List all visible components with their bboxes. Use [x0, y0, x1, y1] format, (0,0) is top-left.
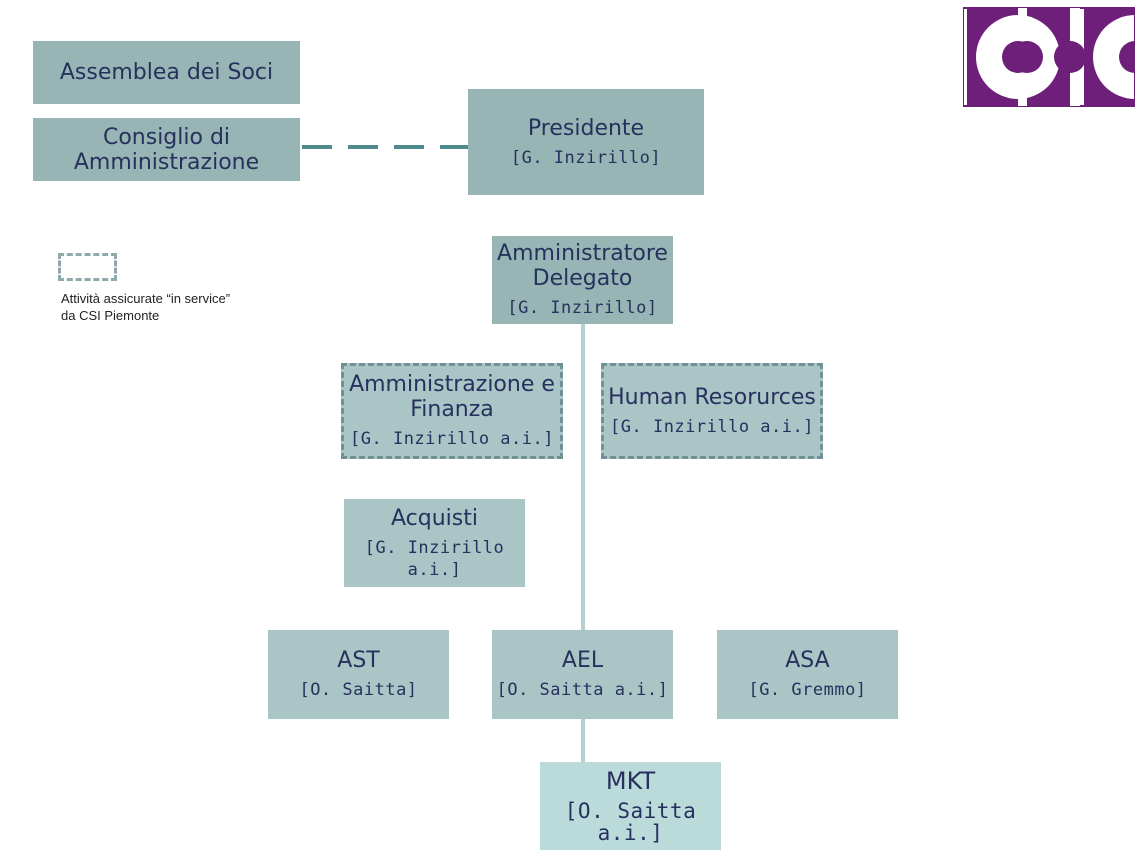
ael-box: AEL [O. Saitta a.i.] [492, 630, 673, 719]
box-name: [O. Saitta] [299, 680, 418, 700]
box-title-line2: Amministrazione [73, 149, 260, 175]
box-name: [G. Inzirillo a.i.] [364, 537, 505, 580]
box-title-line1: Amministratore [497, 241, 668, 266]
amministrazione-finanza-box: Amministrazione e Finanza [G. Inzirillo … [341, 363, 563, 459]
box-name: [G. Inzirillo a.i.] [610, 416, 814, 437]
box-title-line1: Amministrazione e [349, 372, 555, 397]
ael-mkt-connector [581, 719, 585, 762]
amministratore-delegato-box: Amministratore Delegato [G. Inzirillo] [492, 236, 673, 324]
box-name: [G. Inzirillo a.i.] [350, 429, 554, 449]
box-title: Human Resorurces [608, 384, 816, 410]
presidente-box: Presidente [G. Inzirillo] [468, 89, 704, 195]
box-name: [O. Saitta a.i.] [564, 798, 697, 845]
legend-dashed-box [58, 253, 117, 281]
box-title: AST [337, 648, 380, 673]
box-name: [O. Saitta a.i.] [496, 680, 669, 700]
box-title: Presidente [527, 115, 645, 141]
cic-logo [963, 7, 1135, 107]
box-title-line1: Consiglio di [102, 124, 231, 150]
human-resources-box: Human Resorurces [G. Inzirillo a.i.] [601, 363, 823, 459]
asa-box: ASA [G. Gremmo] [717, 630, 898, 719]
box-name: [G. Gremmo] [748, 680, 867, 700]
legend-line1: Attività assicurate “in service” [61, 291, 231, 306]
box-name: [G. Inzirillo] [510, 147, 662, 168]
consiglio-di-amministrazione-box: Consiglio di Amministrazione [33, 118, 300, 181]
box-title: Assemblea dei Soci [59, 60, 274, 85]
legend-line2: da CSI Piemonte [61, 308, 160, 323]
box-title-line2: Delegato [532, 266, 633, 291]
box-title: Acquisti [391, 505, 478, 531]
mkt-box: MKT [O. Saitta a.i.] [540, 762, 721, 850]
ast-box: AST [O. Saitta] [268, 630, 449, 719]
assemblea-dei-soci-box: Assemblea dei Soci [33, 41, 300, 104]
box-title: ASA [785, 648, 830, 673]
box-title: MKT [605, 766, 656, 795]
box-name: [G. Inzirillo] [507, 298, 658, 318]
acquisti-box: Acquisti [G. Inzirillo a.i.] [344, 499, 525, 587]
box-title: AEL [561, 648, 604, 673]
legend-text: Attività assicurate “in service” da CSI … [61, 290, 281, 324]
box-title-line2: Finanza [410, 397, 494, 422]
main-vertical-connector [581, 324, 585, 630]
